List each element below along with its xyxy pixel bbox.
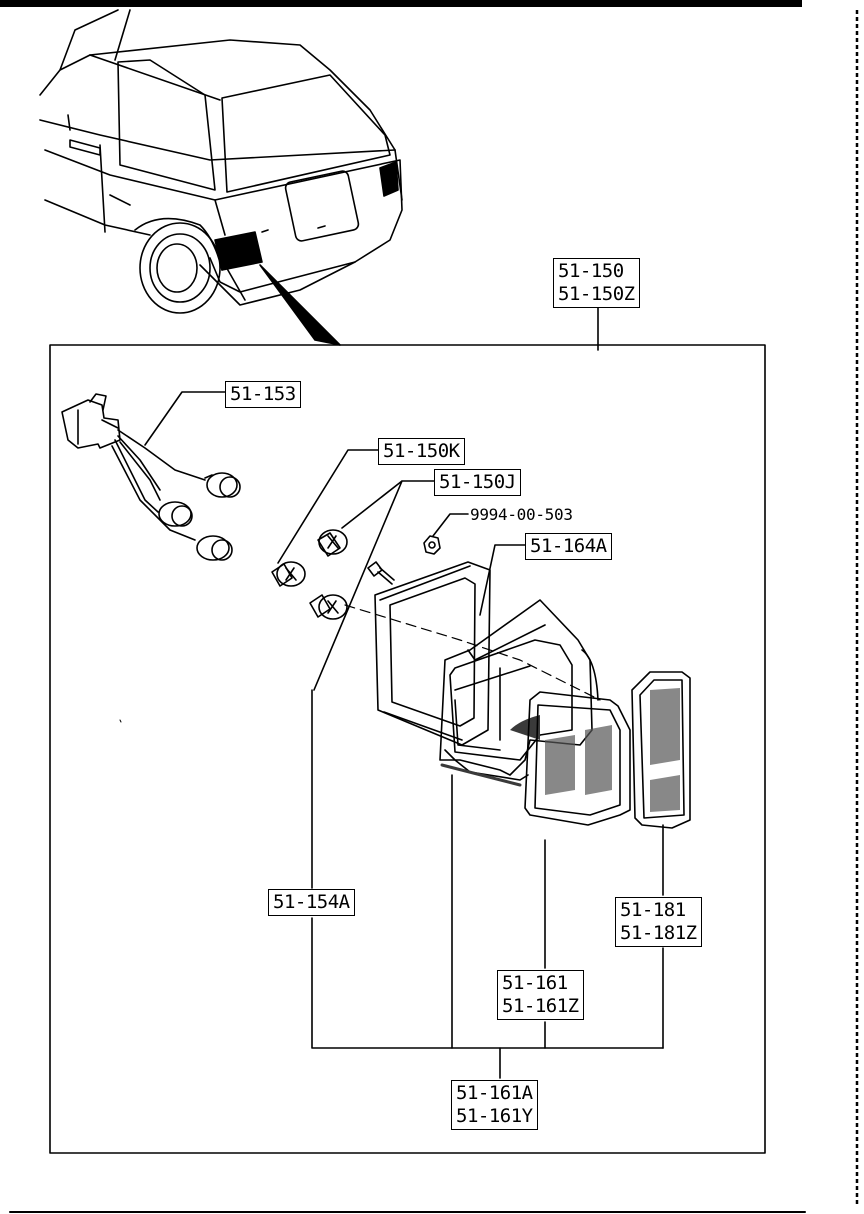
alignment-centerline bbox=[344, 604, 601, 701]
callout-assembly-line-1: 51-150 bbox=[558, 260, 624, 282]
nut-leader bbox=[432, 513, 469, 537]
nut-and-screw bbox=[367, 535, 441, 585]
callout-housing-line-2: 51-161Y bbox=[456, 1105, 533, 1127]
callout-bulb-j-text: 51-150J bbox=[439, 471, 516, 493]
bulb-k-leader bbox=[277, 449, 379, 564]
assembly-frame bbox=[49, 344, 766, 1154]
callout-bulb-j: 51-150J bbox=[434, 469, 521, 496]
callout-main-lens: 51-161 51-161Z bbox=[497, 970, 584, 1020]
bulbs bbox=[271, 529, 348, 620]
callout-bulb-k-text: 51-150K bbox=[383, 440, 460, 462]
lower-leaders bbox=[311, 689, 664, 1079]
callout-gasket: 51-164A bbox=[525, 533, 612, 560]
vehicle-rear-illustration bbox=[39, 9, 403, 346]
gasket-leader bbox=[479, 544, 526, 616]
harness-leader bbox=[144, 391, 226, 446]
callout-harness: 51-153 bbox=[225, 381, 301, 408]
callout-main-lens-line-2: 51-161Z bbox=[502, 995, 579, 1017]
callout-assembly-line-2: 51-150Z bbox=[558, 283, 635, 305]
page-edge-perforation bbox=[855, 10, 859, 1205]
callout-side-lens-line-1: 51-181 bbox=[620, 899, 686, 921]
gasket bbox=[374, 561, 491, 746]
callout-side-lens-line-2: 51-181Z bbox=[620, 922, 697, 944]
top-rule bbox=[0, 0, 802, 7]
callout-main-lens-line-1: 51-161 bbox=[502, 972, 568, 994]
lamp-body bbox=[439, 599, 599, 787]
tick-mark bbox=[119, 719, 122, 723]
callout-bulb-k: 51-150K bbox=[378, 438, 465, 465]
callout-body-text: 51-154A bbox=[273, 891, 350, 913]
callout-body: 51-154A bbox=[268, 889, 355, 916]
bulb-j-leader bbox=[313, 480, 435, 691]
callout-housing: 51-161A 51-161Y bbox=[451, 1080, 538, 1130]
wiring-harness bbox=[61, 393, 241, 561]
callout-nut: 9994-00-503 bbox=[470, 506, 573, 524]
callout-housing-line-1: 51-161A bbox=[456, 1082, 533, 1104]
callout-side-lens: 51-181 51-181Z bbox=[615, 897, 702, 947]
callout-gasket-text: 51-164A bbox=[530, 535, 607, 557]
main-lens bbox=[524, 691, 631, 826]
callout-assembly: 51-150 51-150Z bbox=[553, 258, 640, 308]
callout-harness-text: 51-153 bbox=[230, 383, 296, 405]
side-lens bbox=[631, 671, 691, 829]
callout-nut-text: 9994-00-503 bbox=[470, 505, 573, 524]
